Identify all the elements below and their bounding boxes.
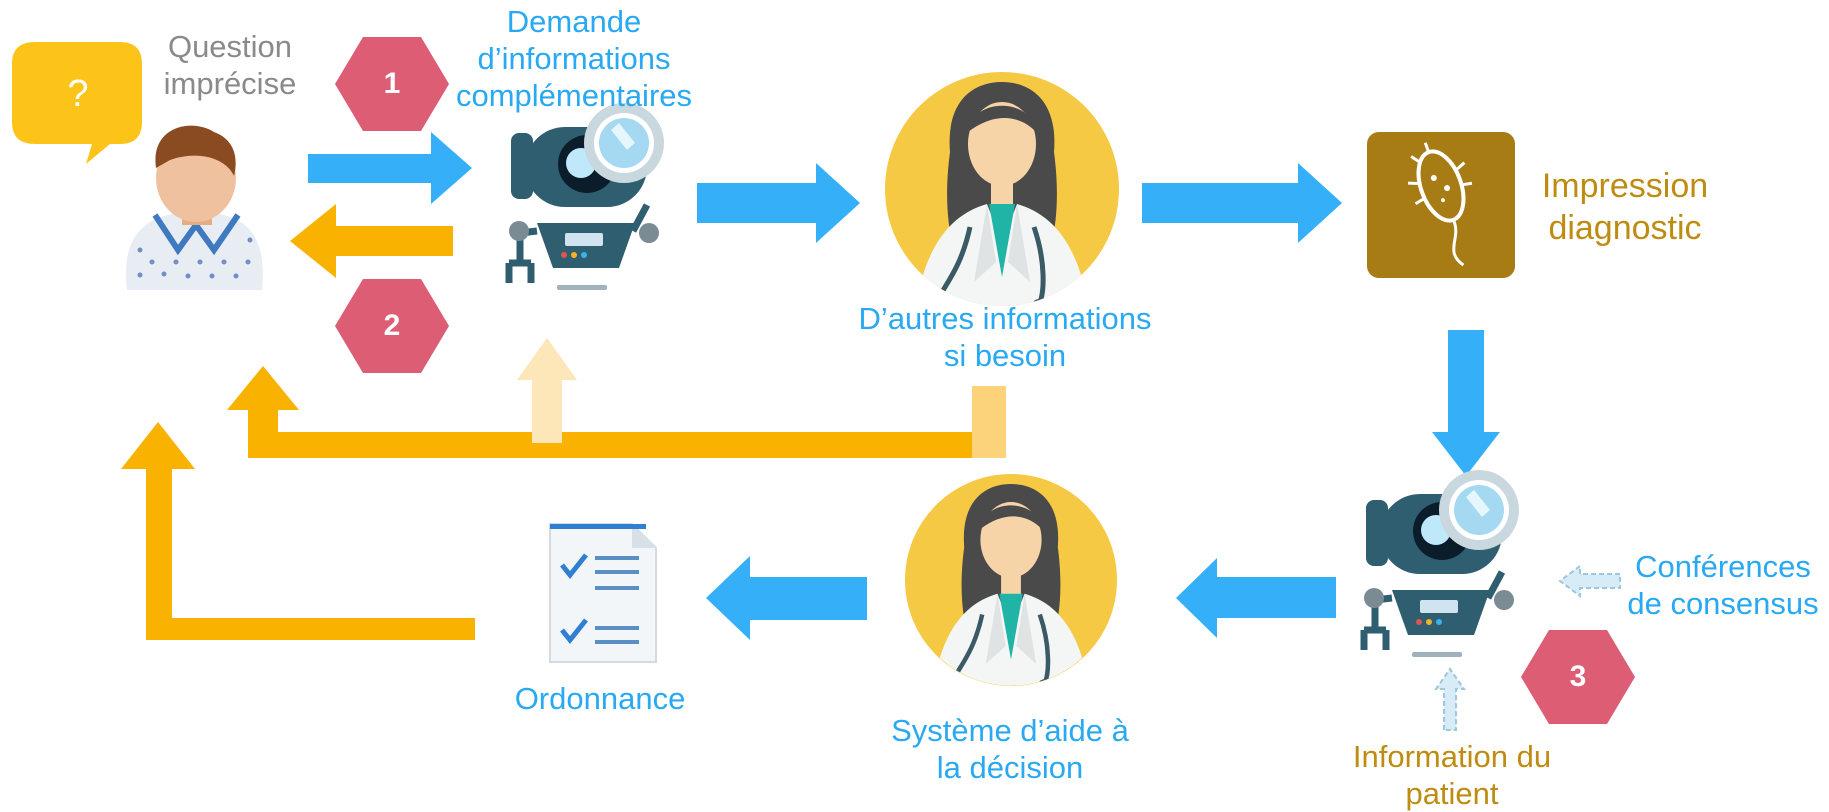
- badge-3-text: 3: [1569, 660, 1587, 693]
- checklist-document-icon: [549, 523, 657, 663]
- doctor-icon-bottom: [905, 474, 1117, 686]
- faded-arrow-to-robot: [517, 338, 577, 443]
- arrow-doctor2-to-ordonnance: [706, 556, 867, 640]
- label-impression-diagnostic: Impression diagnostic: [1510, 165, 1740, 249]
- speech-bubble-text: ?: [67, 73, 89, 115]
- doctor-icon-top: [885, 72, 1119, 306]
- label-demande-line2: d’informations: [477, 41, 671, 76]
- arrow-patient-to-robot: [308, 132, 472, 204]
- badge-2-text: 2: [383, 309, 401, 342]
- dashed-arrow-info-patient: [1434, 667, 1466, 731]
- robot-icon-top: [509, 103, 664, 290]
- label-autres-informations: D’autres informations si besoin: [840, 300, 1170, 374]
- label-conferences-line1: Conférences: [1635, 549, 1811, 584]
- bacteria-icon: [1367, 132, 1515, 278]
- faded-arrow-from-doctor: [972, 386, 1006, 458]
- label-conferences-line2: de consensus: [1627, 586, 1819, 621]
- arrow-ordonnance-to-patient: [121, 422, 475, 640]
- arrow-robot-to-patient: [290, 204, 453, 278]
- label-information-patient: Information du patient: [1332, 738, 1572, 812]
- label-systeme-line2: la décision: [936, 750, 1084, 785]
- label-question-line2: imprécise: [163, 66, 297, 101]
- dashed-arrow-conferences: [1558, 564, 1621, 598]
- label-impression-line1: Impression: [1541, 167, 1709, 205]
- arrow-impression-down: [1432, 330, 1500, 476]
- label-conferences-consensus: Conférences de consensus: [1618, 548, 1828, 622]
- label-autres-line2: si besoin: [943, 338, 1067, 373]
- patient-icon: [125, 125, 263, 290]
- badge-1-text: 1: [383, 67, 401, 100]
- arrow-doctor-loop-to-patient: [227, 366, 1005, 458]
- label-systeme-aide-decision: Système d’aide à la décision: [870, 712, 1150, 786]
- speech-bubble-icon: [12, 42, 142, 164]
- label-impression-line2: diagnostic: [1548, 209, 1702, 247]
- label-systeme-line1: Système d’aide à: [891, 713, 1129, 748]
- label-demande-line1: Demande: [506, 4, 642, 39]
- label-autres-line1: D’autres informations: [858, 301, 1152, 336]
- arrow-robot-to-doctor: [697, 163, 860, 243]
- label-demande-informations: Demande d’informations complémentaires: [434, 3, 714, 114]
- label-question-line1: Question: [167, 29, 293, 64]
- robot-icon-bottom: [1364, 470, 1519, 657]
- arrow-doctor-to-impression: [1142, 163, 1342, 243]
- arrow-robot2-to-doctor2: [1176, 558, 1336, 638]
- label-info-patient-line1: Information du: [1352, 739, 1552, 774]
- label-info-patient-line2: patient: [1405, 776, 1499, 811]
- label-demande-line3: complémentaires: [455, 78, 693, 113]
- label-ordonnance: Ordonnance: [514, 681, 686, 716]
- label-question-imprecise: Question imprécise: [150, 28, 310, 102]
